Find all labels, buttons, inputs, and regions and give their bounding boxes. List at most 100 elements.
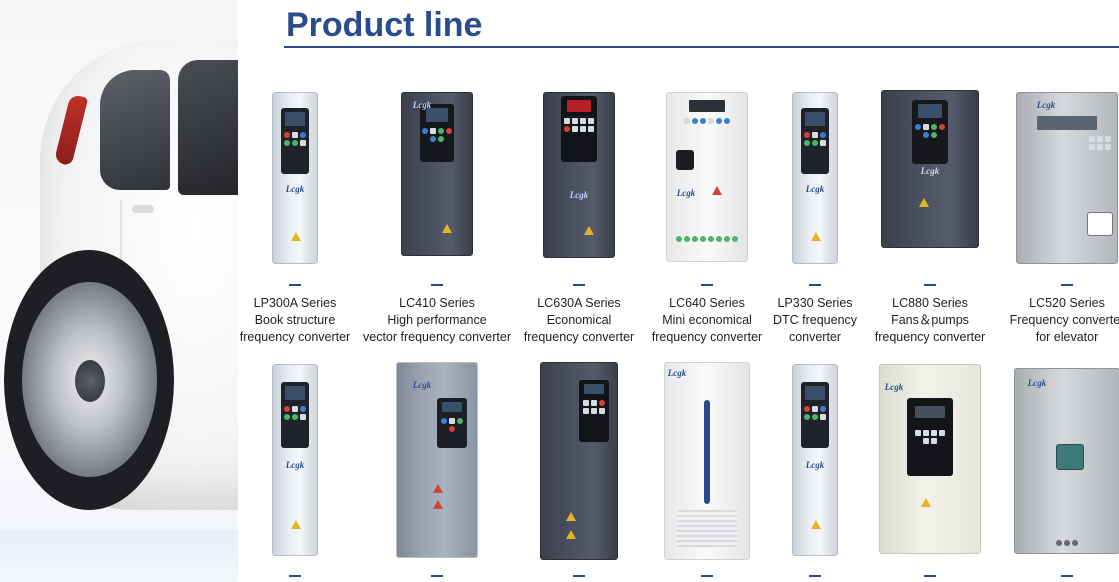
- product-caption-lc640: LC640 Series Mini economical frequency c…: [622, 295, 792, 346]
- display-screen: [918, 104, 942, 118]
- product-caption-lp300a: LP300A Series Book structure frequency c…: [210, 295, 380, 346]
- cabinet-stripe: [704, 400, 710, 504]
- keypad: [282, 406, 308, 420]
- product-description: frequency converter: [874, 330, 986, 344]
- product-series-name: LC640 Series: [669, 296, 745, 310]
- warning-icon: [566, 530, 576, 539]
- display-screen: [285, 112, 305, 126]
- product-series-name: LC410 Series: [399, 296, 475, 310]
- warning-icon: [433, 500, 443, 509]
- product-description: frequency converter: [523, 330, 635, 344]
- product-description: Economical: [546, 313, 612, 327]
- product-series-name: LC630A Series: [537, 296, 621, 310]
- caption-dash: [431, 284, 443, 286]
- keypad: [913, 430, 947, 444]
- terminal-block: [675, 236, 739, 242]
- warning-icon: [566, 512, 576, 521]
- product-caption-lp330: LP330 Series DTC frequency converter: [730, 295, 900, 346]
- display-screen: [567, 100, 591, 112]
- keypad: [563, 118, 595, 132]
- keypad: [439, 418, 465, 432]
- cable-glands: [1032, 540, 1102, 546]
- brand-logo: Lcgk: [285, 460, 305, 470]
- caption-dash: [289, 575, 301, 577]
- product-description: Frequency converter: [1009, 313, 1119, 327]
- product-description: Book structure: [254, 313, 336, 327]
- product-description: for elevator: [1035, 330, 1099, 344]
- display-screen: [426, 108, 448, 122]
- product-series-name: LP300A Series: [253, 296, 337, 310]
- brand-logo: Lcgk: [1036, 100, 1056, 110]
- product-description: converter: [788, 330, 842, 344]
- brand-logo: Lcgk: [1027, 378, 1047, 388]
- caption-dash: [289, 284, 301, 286]
- caption-dash: [1061, 575, 1073, 577]
- caption-dash: [809, 284, 821, 286]
- keypad: [914, 124, 946, 138]
- vent-grille: [677, 510, 737, 548]
- caption-dash: [431, 575, 443, 577]
- warning-icon: [291, 232, 301, 241]
- brand-logo: Lcgk: [920, 166, 940, 176]
- product-description: High performance: [387, 313, 487, 327]
- fan-window: [1056, 444, 1084, 470]
- keypad: [683, 118, 731, 124]
- brand-logo: Lcgk: [569, 190, 589, 200]
- keypad: [1086, 136, 1114, 150]
- caption-dash: [701, 575, 713, 577]
- brand-logo: Lcgk: [667, 368, 687, 378]
- caption-dash: [809, 575, 821, 577]
- keypad: [422, 128, 452, 142]
- caption-dash: [924, 575, 936, 577]
- display-screen: [442, 402, 462, 412]
- warning-icon: [921, 498, 931, 507]
- car-door-handle: [132, 205, 154, 213]
- caption-dash: [924, 284, 936, 286]
- brand-logo: Lcgk: [805, 460, 825, 470]
- product-image: [396, 362, 478, 558]
- product-description: Mini economical: [662, 313, 752, 327]
- display-screen: [1037, 116, 1097, 130]
- warning-icon: [811, 232, 821, 241]
- brand-logo: Lcgk: [285, 184, 305, 194]
- car-wheel-hub: [75, 360, 105, 402]
- keypad: [581, 400, 607, 414]
- warning-icon: [433, 484, 443, 493]
- warning-icon: [584, 226, 594, 235]
- keypad: [802, 406, 828, 420]
- car-rear-window: [100, 70, 170, 190]
- title-underline: [284, 46, 1119, 48]
- keypad: [802, 132, 828, 146]
- warning-icon: [919, 198, 929, 207]
- brand-logo: Lcgk: [884, 382, 904, 392]
- display-screen: [805, 112, 825, 126]
- warning-label: [1087, 212, 1113, 236]
- display-screen: [689, 100, 725, 112]
- display-screen: [285, 386, 305, 400]
- product-caption-lc410: LC410 Series High performance vector fre…: [352, 295, 522, 346]
- display-screen: [584, 384, 604, 394]
- brand-logo: Lcgk: [412, 100, 432, 110]
- caption-dash: [573, 575, 585, 577]
- product-series-name: LC880 Series: [892, 296, 968, 310]
- warning-icon: [811, 520, 821, 529]
- product-description: DTC frequency: [772, 313, 858, 327]
- product-caption-lc520: LC520 Series Frequency converter for ele…: [982, 295, 1119, 346]
- product-series-name: LC520 Series: [1029, 296, 1105, 310]
- brand-logo: Lcgk: [805, 184, 825, 194]
- car-photo: [0, 0, 238, 582]
- floor-reflection: [0, 530, 238, 582]
- caption-dash: [701, 284, 713, 286]
- product-description: Fans＆pumps: [891, 313, 969, 327]
- caption-dash: [573, 284, 585, 286]
- brand-logo: Lcgk: [676, 188, 696, 198]
- product-description: vector frequency converter: [363, 330, 511, 344]
- brand-logo: Lcgk: [412, 380, 432, 390]
- product-description: frequency converter: [651, 330, 763, 344]
- warning-icon: [712, 186, 722, 195]
- display-screen: [915, 406, 945, 418]
- product-image-lc640: [666, 92, 748, 262]
- product-description: frequency converter: [239, 330, 351, 344]
- warning-icon: [291, 520, 301, 529]
- product-caption-lc630a: LC630A Series Economical frequency conve…: [494, 295, 664, 346]
